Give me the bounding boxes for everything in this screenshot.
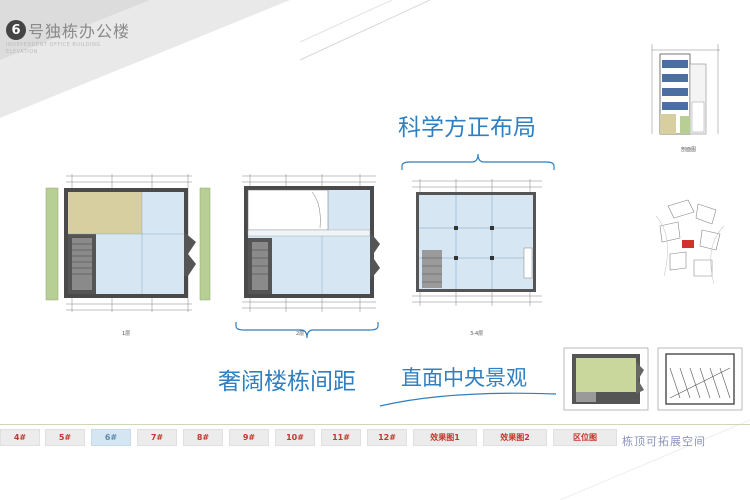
nav-building-6[interactable]: 6# — [91, 429, 131, 446]
page-header: 6 号独栋办公楼 — [6, 18, 130, 42]
nav-building-5[interactable]: 5# — [45, 429, 85, 446]
slogan-scientific-layout: 科学方正布局 — [398, 115, 536, 141]
roof-plans — [563, 347, 743, 411]
bracket-top — [401, 153, 555, 170]
floor-plan-2 — [242, 174, 380, 312]
page-title: 号独栋办公楼 — [28, 22, 131, 41]
building-number-badge: 6 — [6, 20, 26, 40]
page-subtitle: INDEPENDENT OFFICE BUILDING ELEVATION — [6, 42, 101, 56]
nav-building-9[interactable]: 9# — [229, 429, 269, 446]
slogan-spacious-spacing: 奢阔楼栋间距 — [218, 369, 356, 395]
floor-2-caption: 2层 — [296, 331, 305, 337]
nav-building-7[interactable]: 7# — [137, 429, 177, 446]
nav-building-11[interactable]: 11# — [321, 429, 361, 446]
nav-render-1[interactable]: 效果图1 — [413, 429, 477, 446]
nav-building-10[interactable]: 10# — [275, 429, 315, 446]
site-map — [655, 199, 725, 285]
floor-1-caption: 1层 — [122, 331, 131, 337]
subtitle-line-1: INDEPENDENT OFFICE BUILDING — [6, 42, 101, 48]
swoosh-underline — [379, 392, 557, 407]
elevation-caption: 剖面图 — [681, 147, 697, 153]
floor-plan-1 — [45, 174, 211, 312]
floor-3-4-caption: 3-4层 — [470, 331, 484, 337]
nav-location-map[interactable]: 区位图 — [553, 429, 617, 446]
roof-expandable-label: 栋顶可拓展空间 — [622, 435, 706, 448]
nav-building-8[interactable]: 8# — [183, 429, 223, 446]
subtitle-line-2: ELEVATION — [6, 49, 38, 55]
slogan-central-view: 直面中央景观 — [401, 366, 527, 390]
floor-plan-3-4 — [412, 179, 542, 306]
nav-render-2[interactable]: 效果图2 — [483, 429, 547, 446]
building-nav: 4# 5# 6# 7# 8# 9# 10# 11# 12# 效果图1 效果图2 … — [0, 429, 750, 447]
bracket-bottom — [235, 322, 379, 339]
nav-building-12[interactable]: 12# — [367, 429, 407, 446]
nav-building-4[interactable]: 4# — [0, 429, 40, 446]
elevation-drawing — [651, 44, 720, 135]
nav-divider — [0, 424, 750, 425]
